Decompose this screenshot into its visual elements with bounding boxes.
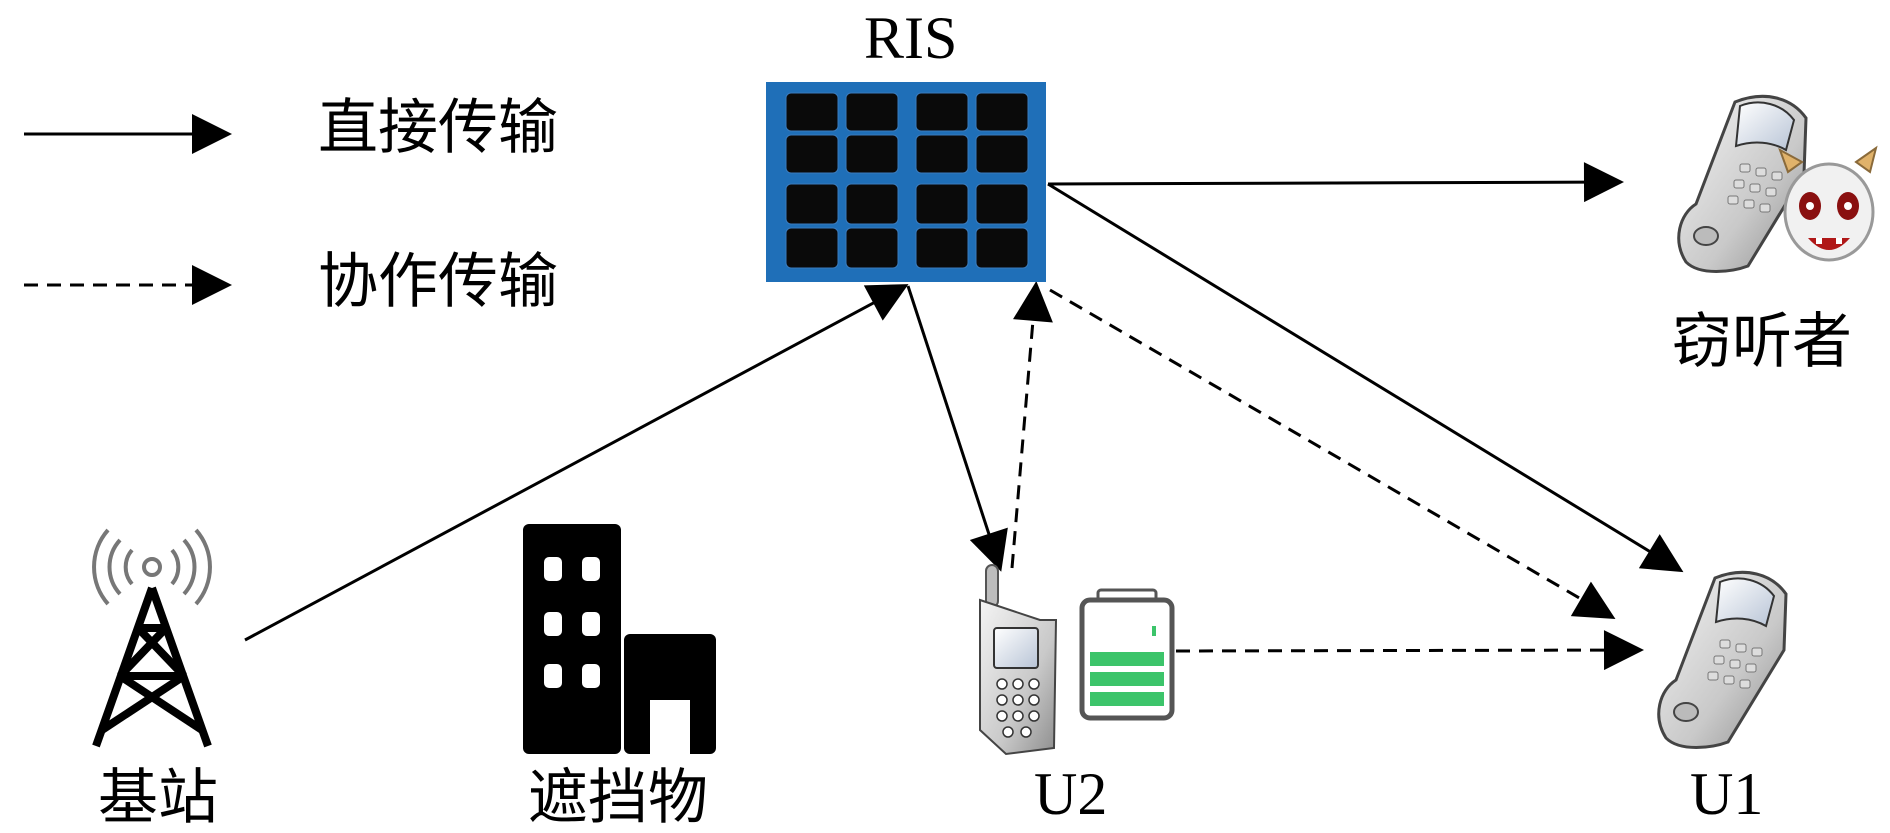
u2-phone-icon (979, 564, 1058, 756)
direct-links (244, 162, 1684, 642)
legend (24, 114, 232, 305)
link-u2-to-u1 (1175, 630, 1644, 671)
u2-battery-icon (1079, 588, 1175, 721)
obstacle-building-icon (523, 524, 716, 754)
obstacle-label: 遮挡物 (528, 763, 708, 833)
link-ris-to-u1 (1047, 182, 1684, 573)
u1-phone-icon (1657, 570, 1788, 749)
devil-face-icon (1778, 145, 1878, 262)
u2-label: U2 (1034, 761, 1108, 827)
base-station-icon (92, 528, 212, 748)
legend-direct-label: 直接传输 (318, 93, 558, 163)
ris-panel (766, 82, 1046, 282)
cooperative-links (1010, 281, 1644, 671)
link-bs-to-ris (244, 284, 909, 642)
ris-label: RIS (864, 5, 958, 71)
legend-cooperative-label: 协作传输 (318, 247, 558, 317)
link-ris-to-u1-cooperative (1049, 288, 1616, 620)
eavesdropper-label: 窃听者 (1672, 307, 1852, 377)
base-station-label: 基站 (98, 763, 218, 833)
link-ris-to-eavesdropper (1047, 162, 1624, 203)
eavesdropper-phone-icon (1677, 94, 1808, 273)
link-ris-to-u2 (906, 285, 1008, 572)
link-u2-to-ris (1010, 281, 1053, 569)
u1-label: U1 (1690, 761, 1764, 827)
